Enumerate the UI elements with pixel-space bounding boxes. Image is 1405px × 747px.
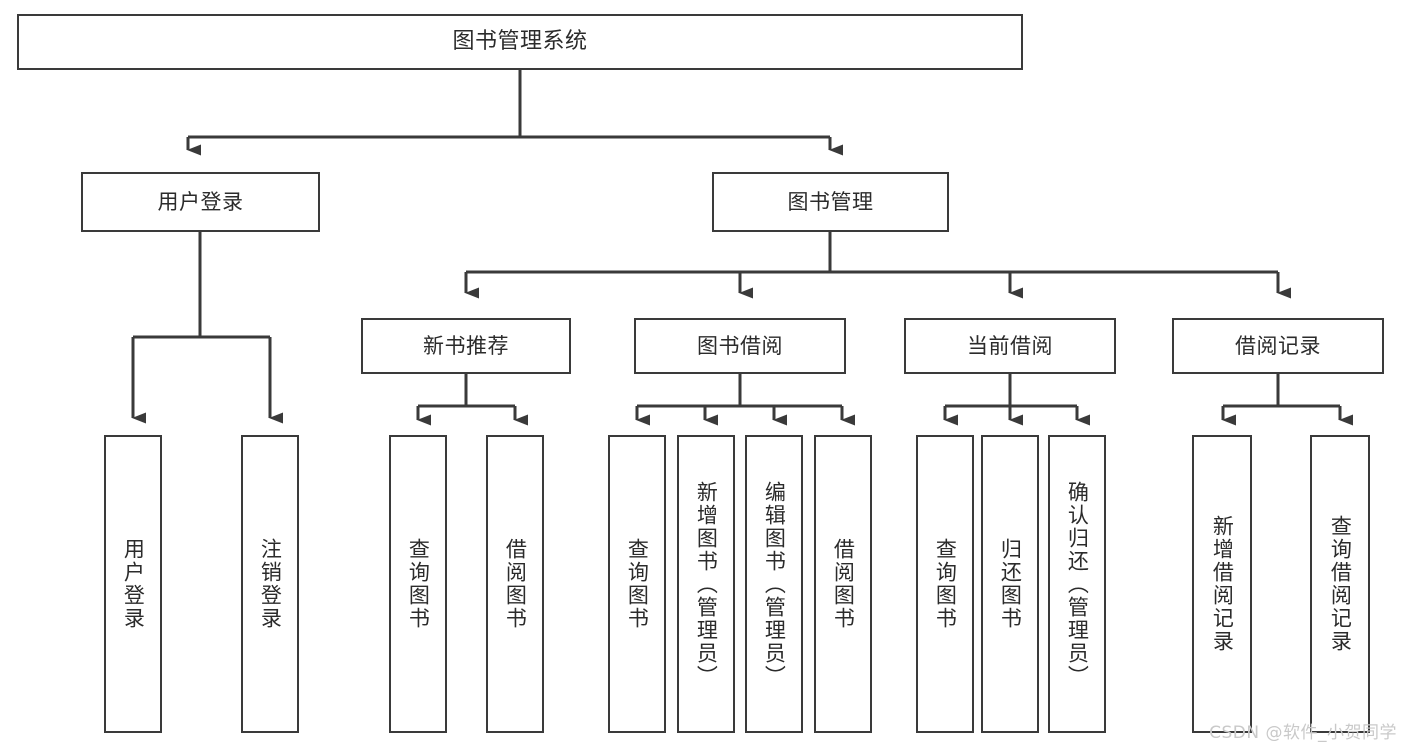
node-label: 确认归还（管理员） xyxy=(1065,480,1090,688)
leaf-user-login-login[interactable]: 用户登录 xyxy=(104,435,162,733)
leaf-records-query-record[interactable]: 查询借阅记录 xyxy=(1310,435,1370,733)
leaf-borrow-add-book-admin[interactable]: 新增图书（管理员） xyxy=(677,435,735,733)
node-book-management[interactable]: 图书管理 xyxy=(712,172,949,232)
node-label: 图书借阅 xyxy=(697,333,783,358)
node-label: 查询图书 xyxy=(625,538,650,630)
node-user-login[interactable]: 用户登录 xyxy=(81,172,320,232)
node-label: 用户登录 xyxy=(157,189,244,214)
leaf-current-return-book[interactable]: 归还图书 xyxy=(981,435,1039,733)
node-label: 当前借阅 xyxy=(967,333,1053,358)
node-label: 查询图书 xyxy=(933,538,958,630)
leaf-borrow-borrow-book[interactable]: 借阅图书 xyxy=(814,435,872,733)
node-label: 归还图书 xyxy=(998,538,1023,630)
node-label: 编辑图书（管理员） xyxy=(762,480,787,688)
node-label: 新增借阅记录 xyxy=(1210,515,1235,653)
node-new-book-recommend[interactable]: 新书推荐 xyxy=(361,318,571,374)
node-label: 注销登录 xyxy=(258,538,283,630)
node-label: 借阅图书 xyxy=(831,538,856,630)
leaf-new-book-query[interactable]: 查询图书 xyxy=(389,435,447,733)
node-borrow-records[interactable]: 借阅记录 xyxy=(1172,318,1384,374)
leaf-current-confirm-return-admin[interactable]: 确认归还（管理员） xyxy=(1048,435,1106,733)
node-label: 图书管理 xyxy=(787,189,874,214)
leaf-current-query-book[interactable]: 查询图书 xyxy=(916,435,974,733)
node-label: 借阅记录 xyxy=(1235,333,1321,358)
leaf-user-login-logout[interactable]: 注销登录 xyxy=(241,435,299,733)
leaf-new-book-borrow[interactable]: 借阅图书 xyxy=(486,435,544,733)
node-book-borrow[interactable]: 图书借阅 xyxy=(634,318,846,374)
node-label: 借阅图书 xyxy=(503,538,528,630)
node-label: 新增图书（管理员） xyxy=(694,480,719,688)
node-label: 查询借阅记录 xyxy=(1328,515,1353,653)
leaf-borrow-edit-book-admin[interactable]: 编辑图书（管理员） xyxy=(745,435,803,733)
node-root-system[interactable]: 图书管理系统 xyxy=(17,14,1023,70)
node-label: 新书推荐 xyxy=(423,333,509,358)
node-label: 图书管理系统 xyxy=(452,29,588,55)
node-current-borrow[interactable]: 当前借阅 xyxy=(904,318,1116,374)
node-label: 用户登录 xyxy=(121,538,146,630)
node-label: 查询图书 xyxy=(406,538,431,630)
leaf-borrow-query-book[interactable]: 查询图书 xyxy=(608,435,666,733)
leaf-records-add-record[interactable]: 新增借阅记录 xyxy=(1192,435,1252,733)
